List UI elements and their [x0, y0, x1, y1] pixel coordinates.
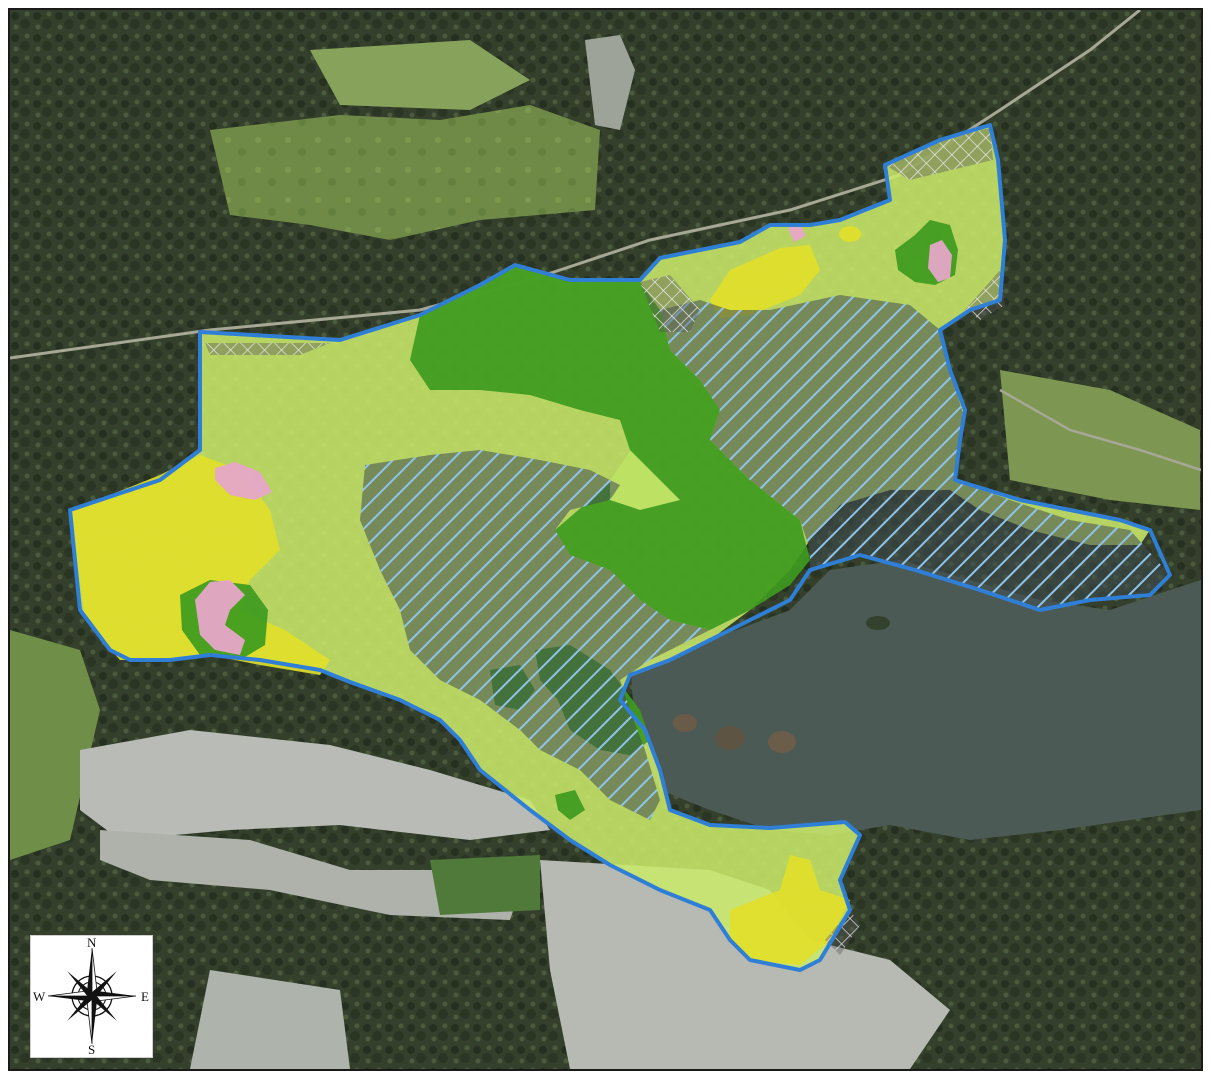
- island-2: [715, 726, 745, 750]
- zone-pink-north-1[interactable]: [928, 240, 952, 282]
- basemap-field-east: [1000, 370, 1200, 510]
- compass-north-label: N: [87, 935, 97, 950]
- zone-crosshatch-south[interactable]: [825, 910, 860, 955]
- top-margin: [0, 0, 1211, 8]
- zone-crosshatch-nw[interactable]: [205, 343, 330, 355]
- island-3: [768, 731, 796, 753]
- zone-yellow-south[interactable]: [730, 855, 850, 965]
- island-1: [673, 714, 697, 732]
- island-4: [866, 616, 890, 630]
- compass-rose-icon: [47, 947, 137, 1045]
- zone-water-hatched[interactable]: [360, 295, 1170, 820]
- compass-rose: N S W E: [30, 935, 153, 1058]
- zone-yellow-west[interactable]: [70, 455, 330, 675]
- map-canvas[interactable]: [10, 10, 1201, 1069]
- basemap-field-sw: [10, 630, 100, 860]
- study-area-boundary[interactable]: [68, 123, 1172, 972]
- compass-south-label: S: [88, 1042, 96, 1057]
- zone-pink-north-2[interactable]: [788, 224, 806, 242]
- basemap-road-1: [10, 10, 1141, 360]
- compass-west-label: W: [33, 989, 46, 1004]
- basemap-bare-field-2: [100, 830, 520, 920]
- basemap-field-south: [430, 855, 540, 915]
- zone-crosshatch-ne-top[interactable]: [885, 128, 993, 180]
- basemap-road-2: [999, 388, 1201, 472]
- basemap-bare-field-3: [540, 860, 950, 1069]
- basemap-field-north: [210, 105, 600, 240]
- map-frame[interactable]: [8, 8, 1203, 1071]
- zone-pink-west-1[interactable]: [215, 462, 272, 500]
- basemap-bare-field-4: [190, 970, 350, 1069]
- basemap-bare-field-1: [80, 730, 550, 840]
- zone-light-green-gap: [610, 450, 680, 510]
- basemap-quarry: [585, 35, 635, 130]
- zone-pink-west-2[interactable]: [195, 580, 245, 655]
- compass-east-label: E: [141, 989, 149, 1004]
- zone-dark-green-south-3[interactable]: [555, 790, 585, 820]
- zone-crosshatch-north[interactable]: [640, 275, 700, 332]
- basemap-field-north-2: [310, 40, 530, 110]
- zone-dark-green-central[interactable]: [410, 265, 810, 630]
- water-body: [630, 560, 1201, 840]
- zone-yellow-north-small[interactable]: [839, 226, 861, 242]
- zone-yellow-north[interactable]: [710, 245, 820, 318]
